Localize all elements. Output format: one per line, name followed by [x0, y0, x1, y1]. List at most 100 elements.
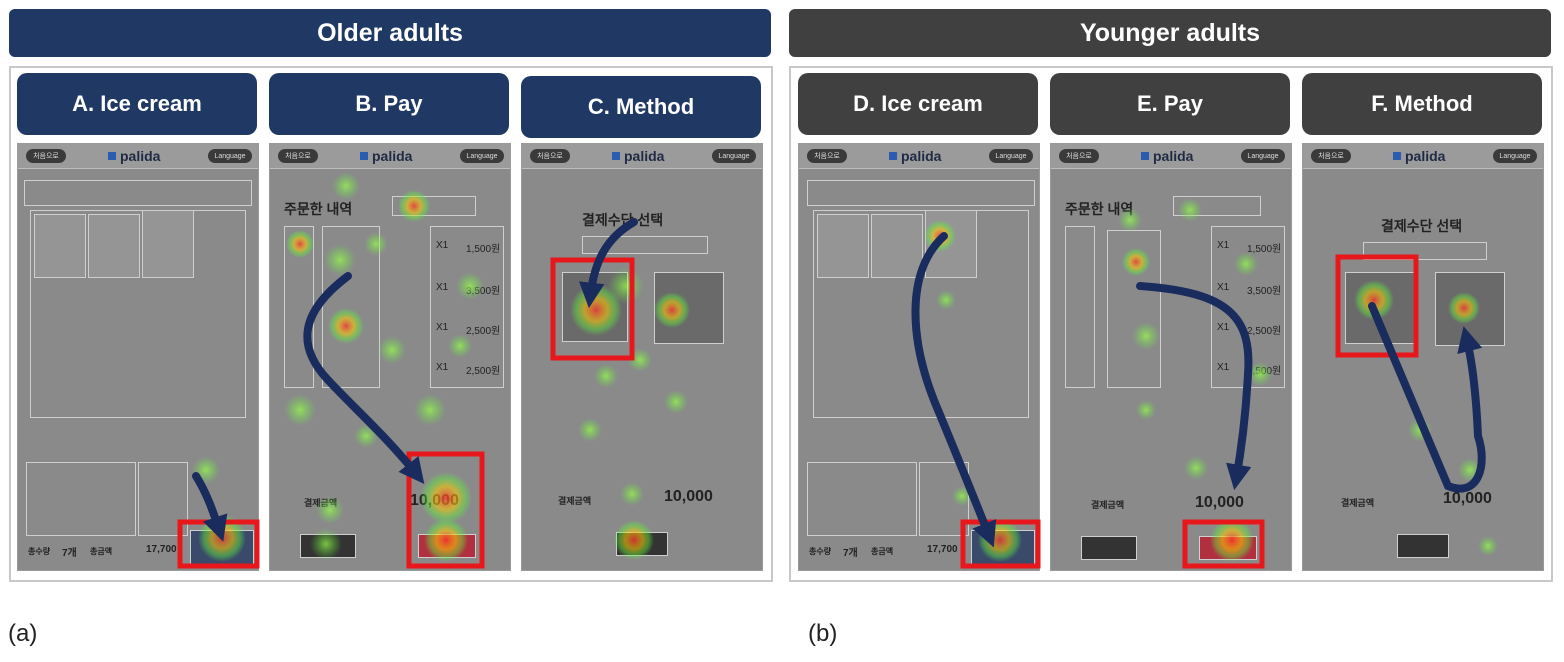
home-button[interactable]: 처음으로: [278, 149, 318, 163]
price: 3,500원: [466, 286, 501, 297]
takeout-toggle[interactable]: [1173, 196, 1261, 216]
back-button[interactable]: [300, 534, 356, 558]
panel-title-a: A. Ice cream: [17, 73, 257, 135]
total-price: 17,700: [146, 544, 177, 555]
kiosk-top-bar: 처음으로 palida Language: [18, 144, 258, 169]
panel-title-f: F. Method: [1302, 73, 1542, 135]
language-button[interactable]: Language: [1241, 149, 1285, 163]
qty: X1: [1217, 240, 1230, 251]
mobile-payment-option[interactable]: [654, 272, 724, 344]
quantity-steppers[interactable]: [138, 462, 188, 536]
order-heading: 주문한 내역: [284, 201, 353, 217]
menu-item[interactable]: [88, 214, 140, 278]
language-button[interactable]: Language: [460, 149, 504, 163]
menu-item[interactable]: [817, 214, 869, 278]
panel-title-d: D. Ice cream: [798, 73, 1038, 135]
qty: X1: [1217, 282, 1230, 293]
palida-logo: palida: [108, 148, 160, 164]
kiosk-top-bar: 처음으로 palida Language: [522, 144, 762, 169]
order-button[interactable]: [190, 530, 254, 566]
total-amount: 10,000: [410, 492, 459, 509]
kiosk-top-bar: 처음으로 palida Language: [270, 144, 510, 169]
qty: X1: [1217, 362, 1230, 373]
older-adults-header: Older adults: [9, 9, 771, 57]
panel-title-e: E. Pay: [1050, 73, 1290, 135]
amount-label: 결제금액: [1341, 498, 1375, 508]
menu-item[interactable]: [925, 210, 977, 278]
caption-b: (b): [808, 620, 838, 647]
price: 2,500원: [466, 326, 501, 337]
kiosk-screen-d: 처음으로 palida Language 총수량 7개 총금액 17,700: [798, 143, 1040, 571]
home-button[interactable]: 처음으로: [807, 149, 847, 163]
home-button[interactable]: 처음으로: [26, 149, 66, 163]
card-payment-option[interactable]: [562, 272, 628, 342]
qty: X1: [436, 240, 449, 251]
takeout-toggle[interactable]: [392, 196, 476, 216]
cart-list: [807, 462, 917, 536]
category-tabs[interactable]: [24, 180, 252, 206]
pay-button[interactable]: [418, 534, 476, 558]
category-tabs[interactable]: [807, 180, 1035, 206]
total-count-label: 총수량: [809, 547, 832, 556]
caption-a: (a): [8, 620, 38, 647]
method-total: 10,000: [1443, 490, 1492, 507]
home-button[interactable]: 처음으로: [1311, 149, 1351, 163]
language-button[interactable]: Language: [712, 149, 756, 163]
method-heading: 결제수단 선택: [1381, 218, 1463, 234]
palida-logo: palida: [612, 148, 664, 164]
method-total: 10,000: [664, 488, 713, 505]
back-button[interactable]: [616, 532, 668, 556]
back-button[interactable]: [1081, 536, 1137, 560]
mobile-payment-option[interactable]: [1435, 272, 1505, 346]
qty: X1: [436, 282, 449, 293]
language-button[interactable]: Language: [1493, 149, 1537, 163]
palida-logo: palida: [360, 148, 412, 164]
home-button[interactable]: 처음으로: [1059, 149, 1099, 163]
cart-list: [26, 462, 136, 536]
pay-button[interactable]: [1199, 536, 1257, 560]
item-names: [322, 226, 380, 388]
method-subtitle-box: [1363, 242, 1487, 260]
kiosk-top-bar: 처음으로 palida Language: [1303, 144, 1543, 169]
panel-title-c: C. Method: [521, 76, 761, 138]
menu-item[interactable]: [34, 214, 86, 278]
total-price-label: 총금액: [871, 547, 894, 556]
price: 2,500원: [1247, 326, 1282, 337]
amount-label: 결제금액: [558, 496, 592, 506]
price: 1,500원: [1247, 244, 1282, 255]
card-payment-option[interactable]: [1345, 272, 1415, 344]
kiosk-screen-b: 처음으로 palida Language 주문한 내역 X1 1,500원 X1…: [269, 143, 511, 571]
younger-adults-header: Younger adults: [789, 9, 1551, 57]
method-heading: 결제수단 선택: [582, 212, 664, 228]
palida-logo: palida: [889, 148, 941, 164]
price: 2,500원: [466, 366, 501, 377]
kiosk-top-bar: 처음으로 palida Language: [799, 144, 1039, 169]
kiosk-screen-e: 처음으로 palida Language 주문한 내역 X1 1,500원 X1…: [1050, 143, 1292, 571]
item-prices: [430, 226, 504, 388]
menu-item[interactable]: [142, 210, 194, 278]
language-button[interactable]: Language: [208, 149, 252, 163]
kiosk-screen-f: 처음으로 palida Language 결제수단 선택 결제금액 10,000: [1302, 143, 1544, 571]
price: 3,500원: [1247, 286, 1282, 297]
item-names: [1107, 230, 1161, 388]
kiosk-screen-a: 처음으로 palida Language 총수량 7개 총금액 17,700: [17, 143, 259, 571]
qty: X1: [436, 322, 449, 333]
menu-grid: [30, 210, 246, 418]
total-price: 17,700: [927, 544, 958, 555]
order-heading: 주문한 내역: [1065, 201, 1134, 217]
kiosk-screen-c: 처음으로 palida Language 결제수단 선택 결제금액 10,000: [521, 143, 763, 571]
palida-logo: palida: [1393, 148, 1445, 164]
item-images: [1065, 226, 1095, 388]
qty: X1: [1217, 322, 1230, 333]
quantity-steppers[interactable]: [919, 462, 969, 536]
order-button[interactable]: [971, 530, 1035, 566]
amount-label: 결제금액: [304, 498, 338, 508]
price: 2,500원: [1247, 366, 1282, 377]
home-button[interactable]: 처음으로: [530, 149, 570, 163]
total-count: 7개: [62, 548, 77, 559]
language-button[interactable]: Language: [989, 149, 1033, 163]
menu-item[interactable]: [871, 214, 923, 278]
total-count-label: 총수량: [28, 547, 51, 556]
back-button[interactable]: [1397, 534, 1449, 558]
total-amount: 10,000: [1195, 494, 1244, 511]
